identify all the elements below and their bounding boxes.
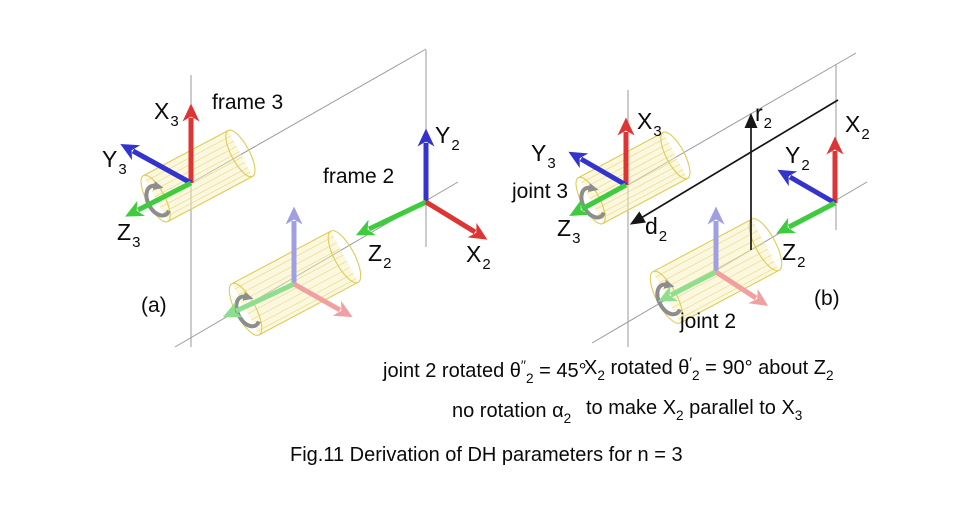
z3-axis-arrow	[125, 180, 193, 217]
y2-axis-arrow	[777, 169, 837, 206]
joint2-faded-axes-b	[658, 206, 769, 306]
axis-label-x2-b: X2	[845, 111, 870, 143]
joint3-axes-b	[568, 117, 635, 216]
joint2-label: joint 2	[680, 310, 737, 333]
axis-label-x3-b: X3	[637, 108, 662, 140]
joint2-faded-axes-a	[222, 206, 353, 318]
joint3-cylinder-b	[575, 131, 691, 225]
axis-label-z2-b: Z2	[782, 239, 806, 271]
y3-axis-arrow	[568, 151, 628, 188]
z2-axis-arrow	[776, 200, 837, 234]
axis-label-z3-b: Z3	[557, 215, 581, 247]
axis-label-x3-a: X3	[154, 98, 179, 130]
construction-diagonal-upper	[625, 52, 857, 187]
faded-x-axis-arrow	[714, 269, 769, 306]
faded-x-axis-arrow	[292, 281, 353, 318]
r2-parameter-label: r2	[755, 100, 773, 132]
subfigure-a-tag: (a)	[141, 294, 167, 317]
annotation-no-rotation-alpha: no rotation α2	[452, 400, 572, 427]
annotation-x2-rotation: X2 rotated θ′2 = 90° about Z2	[584, 355, 834, 384]
axis-label-z3-a: Z3	[117, 219, 141, 251]
axis-label-y2-a: Y2	[435, 122, 460, 154]
axis-label-y2-b: Y2	[785, 142, 810, 174]
axis-label-z2-a: Z2	[368, 240, 392, 272]
y3-axis-arrow	[120, 143, 193, 186]
rotation-arrow-icon	[655, 279, 682, 317]
axis-label-y3-b: Y3	[531, 140, 556, 172]
faded-z-axis-arrow	[222, 281, 296, 318]
joint3-cylinder-a	[140, 129, 256, 223]
joint3-label: joint 3	[512, 180, 569, 203]
frame2-label: frame 2	[323, 165, 395, 188]
frame3-label: frame 3	[212, 91, 284, 114]
figure-caption: Fig.11 Derivation of DH parameters for n…	[290, 444, 683, 466]
frame2-axes-a	[355, 128, 488, 240]
annotation-x2-parallel: to make X2 parallel to X3	[586, 397, 803, 424]
z3-axis-arrow	[569, 182, 628, 216]
x2-axis-arrow	[424, 199, 488, 240]
axis-label-x2-a: X2	[466, 241, 491, 273]
subfigure-b-tag: (b)	[814, 287, 840, 310]
annotation-joint2-rotation: joint 2 rotated θ′′2 = 45°	[383, 358, 587, 387]
z2-axis-arrow	[355, 199, 428, 236]
d2-parameter-label: d2	[645, 213, 668, 245]
faded-z-axis-arrow	[658, 269, 718, 302]
frame3-axes-a	[120, 103, 200, 217]
frame2-axes-b	[776, 136, 844, 234]
axis-label-y3-a: Y3	[102, 146, 127, 178]
construction-diagonal-upper	[190, 48, 427, 184]
d2-offset-arrow	[629, 99, 839, 225]
